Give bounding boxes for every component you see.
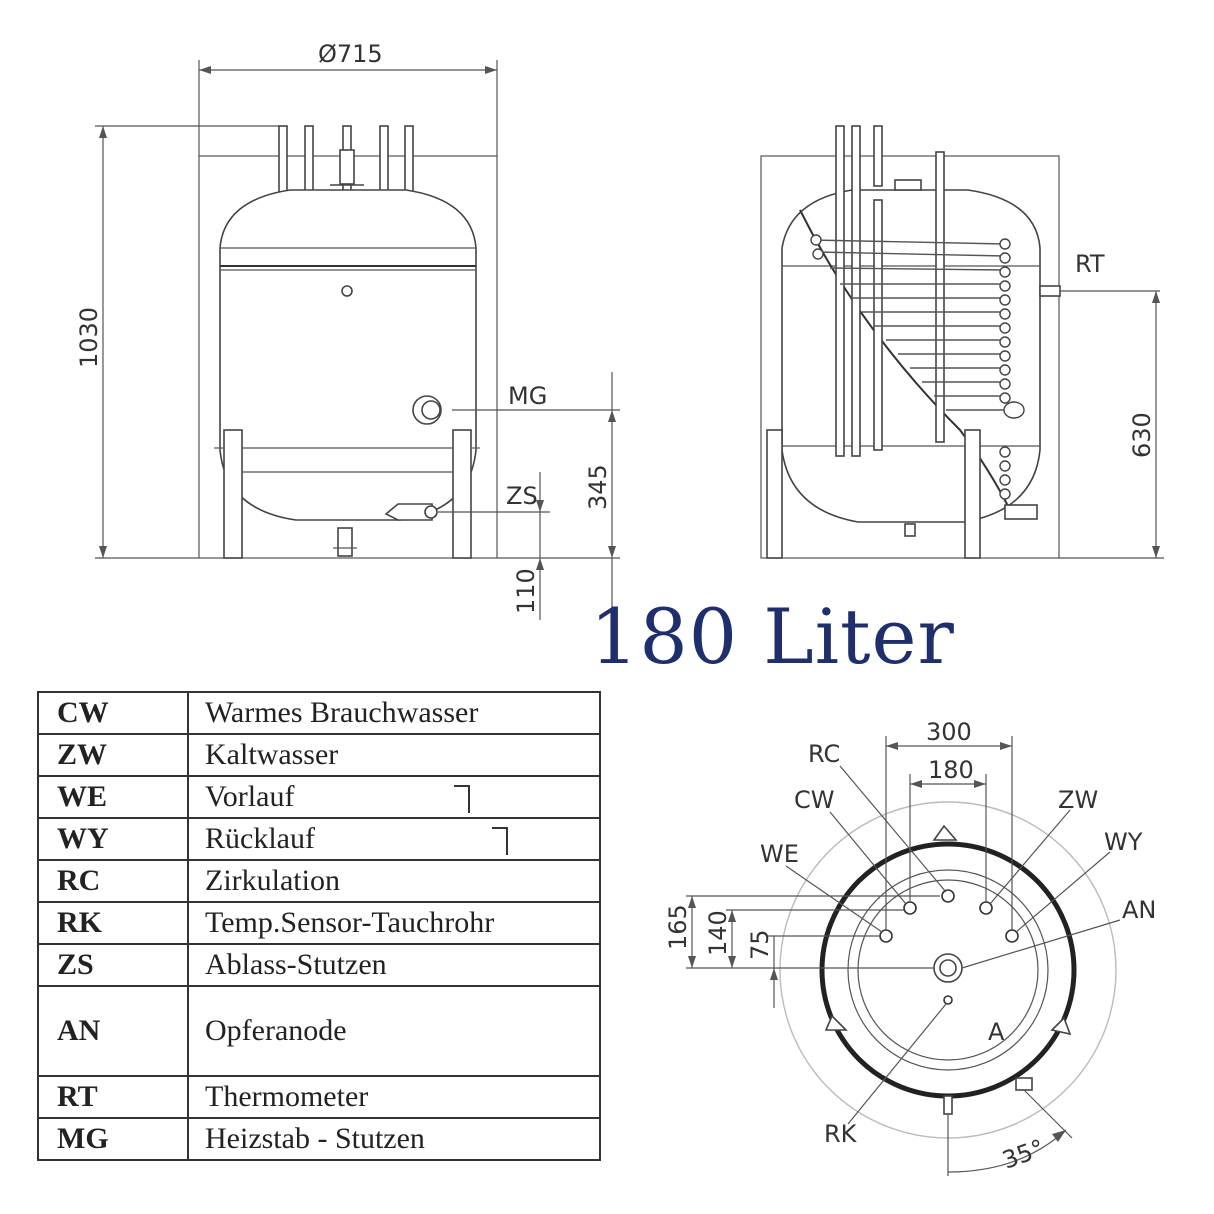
legend-description: Ablass-Stutzen bbox=[187, 943, 601, 987]
front-view: Ø715 1030 MG bbox=[75, 40, 620, 620]
legend-row: RT Thermometer bbox=[37, 1075, 601, 1119]
label-rk: RK bbox=[824, 1120, 858, 1148]
legend-row: WY Rücklauf bbox=[37, 817, 601, 861]
page-title: 180 Liter bbox=[590, 592, 955, 681]
label-cw: CW bbox=[794, 786, 835, 814]
label-zw: ZW bbox=[1058, 786, 1098, 814]
legend-code: RK bbox=[37, 901, 189, 945]
label-an: AN bbox=[1122, 896, 1156, 924]
legend-code: ZS bbox=[37, 943, 189, 987]
label-zs: ZS bbox=[506, 482, 538, 510]
label-mg: MG bbox=[508, 382, 547, 410]
legend-description-text: Zirkulation bbox=[205, 864, 340, 897]
legend-description-text: Heizstab - Stutzen bbox=[205, 1122, 425, 1155]
top-view: 300 180 165 140 75 bbox=[664, 718, 1156, 1176]
legend-description: Opferanode bbox=[187, 985, 601, 1077]
legend-description-text: Temp.Sensor-Tauchrohr bbox=[205, 906, 495, 939]
legend-description-text: Warmes Brauchwasser bbox=[205, 696, 479, 729]
dim-height: 1030 bbox=[75, 307, 103, 368]
legend-description: Rücklauf bbox=[187, 817, 601, 861]
dim-180: 180 bbox=[928, 756, 974, 784]
legend-description-text: Thermometer bbox=[205, 1080, 369, 1113]
dim-165: 165 bbox=[664, 904, 692, 950]
legend-description-text: Ablass-Stutzen bbox=[205, 948, 387, 981]
legend-code: ZW bbox=[37, 733, 189, 777]
dim-zs-height: 110 bbox=[512, 568, 540, 614]
legend-row: ZW Kaltwasser bbox=[37, 733, 601, 777]
label-rc: RC bbox=[808, 740, 840, 768]
legend-row: WE Vorlauf bbox=[37, 775, 601, 819]
legend-description-text: Opferanode bbox=[205, 1014, 347, 1047]
legend-row: RK Temp.Sensor-Tauchrohr bbox=[37, 901, 601, 945]
legend-description: Temp.Sensor-Tauchrohr bbox=[187, 901, 601, 945]
legend-row: AN Opferanode bbox=[37, 985, 601, 1077]
legend-code: WY bbox=[37, 817, 189, 861]
dim-mg-height: 345 bbox=[584, 464, 612, 510]
legend-code: CW bbox=[37, 691, 189, 735]
legend-description-text: Vorlauf bbox=[205, 780, 295, 813]
legend-code: AN bbox=[37, 985, 189, 1077]
dim-diameter: Ø715 bbox=[318, 40, 383, 68]
legend-description: Kaltwasser bbox=[187, 733, 601, 777]
flow-mark bbox=[454, 785, 471, 814]
legend-code: MG bbox=[37, 1117, 189, 1161]
legend-description: Heizstab - Stutzen bbox=[187, 1117, 601, 1161]
label-rt: RT bbox=[1075, 250, 1105, 278]
dim-rt-height: 630 bbox=[1128, 412, 1156, 458]
dim-140: 140 bbox=[704, 910, 732, 956]
legend-code: WE bbox=[37, 775, 189, 819]
flow-mark bbox=[491, 827, 508, 856]
dim-angle: 35° bbox=[999, 1134, 1049, 1175]
label-wy: WY bbox=[1104, 828, 1143, 856]
legend-description: Thermometer bbox=[187, 1075, 601, 1119]
label-a: A bbox=[988, 1018, 1005, 1046]
legend-description-text: Rücklauf bbox=[205, 822, 315, 855]
dim-300: 300 bbox=[926, 718, 972, 746]
legend-row: MG Heizstab - Stutzen bbox=[37, 1117, 601, 1161]
legend-row: CW Warmes Brauchwasser bbox=[37, 691, 601, 735]
side-view: RT 630 bbox=[760, 125, 1164, 559]
dim-75: 75 bbox=[746, 929, 774, 960]
legend-row: RC Zirkulation bbox=[37, 859, 601, 903]
legend-description: Zirkulation bbox=[187, 859, 601, 903]
legend-description: Vorlauf bbox=[187, 775, 601, 819]
legend-description-text: Kaltwasser bbox=[205, 738, 339, 771]
legend-code: RT bbox=[37, 1075, 189, 1119]
label-we: WE bbox=[760, 840, 799, 868]
legend-row: ZS Ablass-Stutzen bbox=[37, 943, 601, 987]
legend-description: Warmes Brauchwasser bbox=[187, 691, 601, 735]
legend-code: RC bbox=[37, 859, 189, 903]
